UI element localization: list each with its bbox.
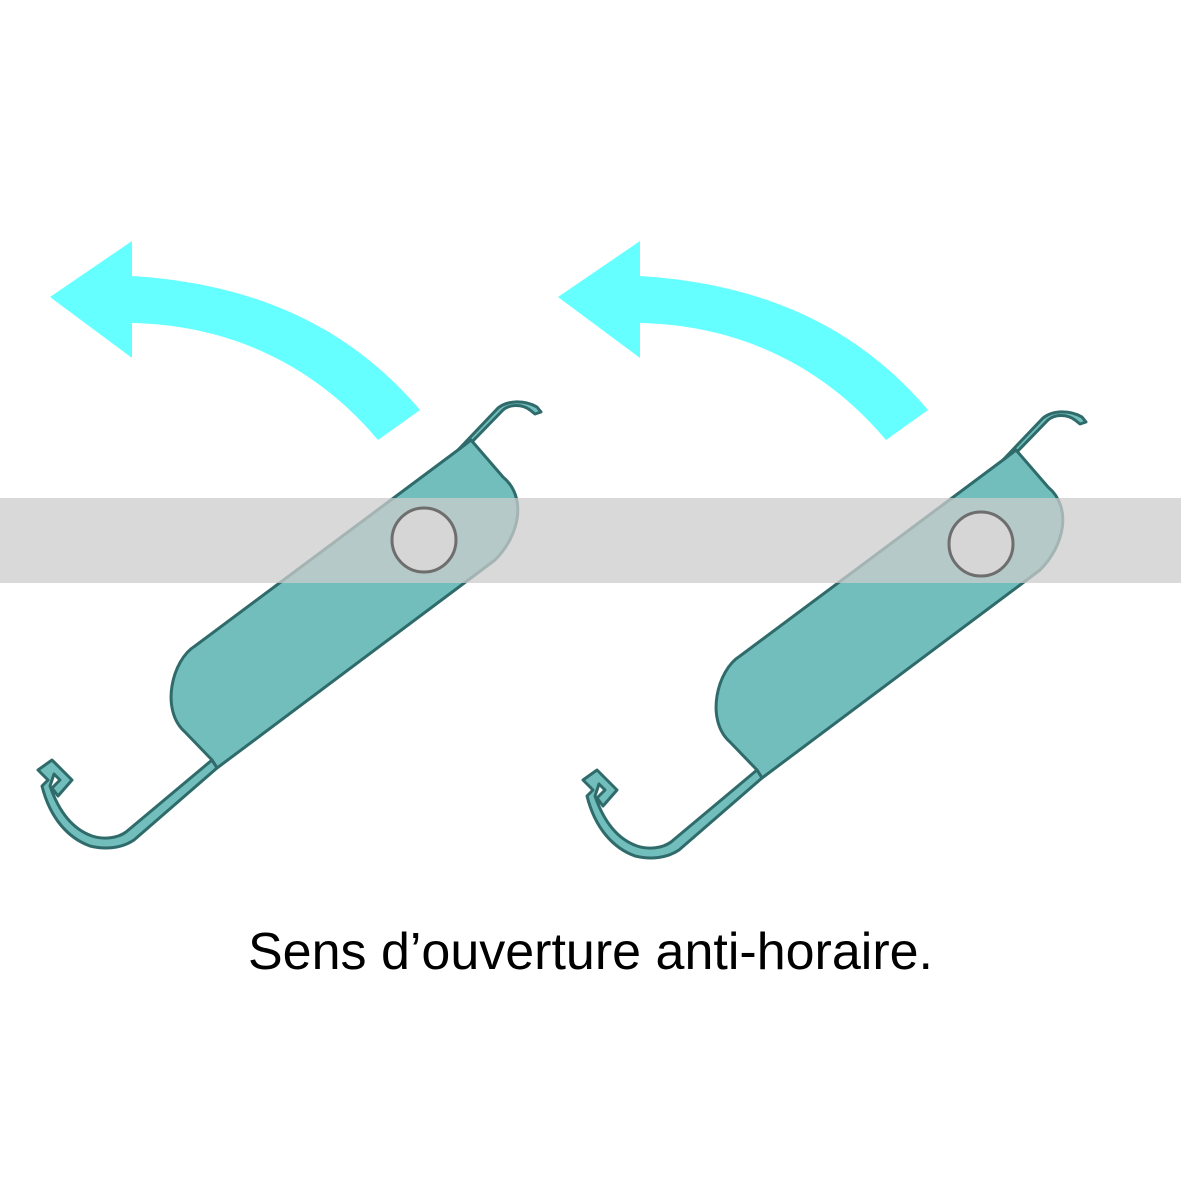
- pivot-pin: [390, 506, 458, 574]
- caption: Sens d’ouverture anti-horaire.: [247, 923, 934, 981]
- pivot-pin: [947, 510, 1015, 578]
